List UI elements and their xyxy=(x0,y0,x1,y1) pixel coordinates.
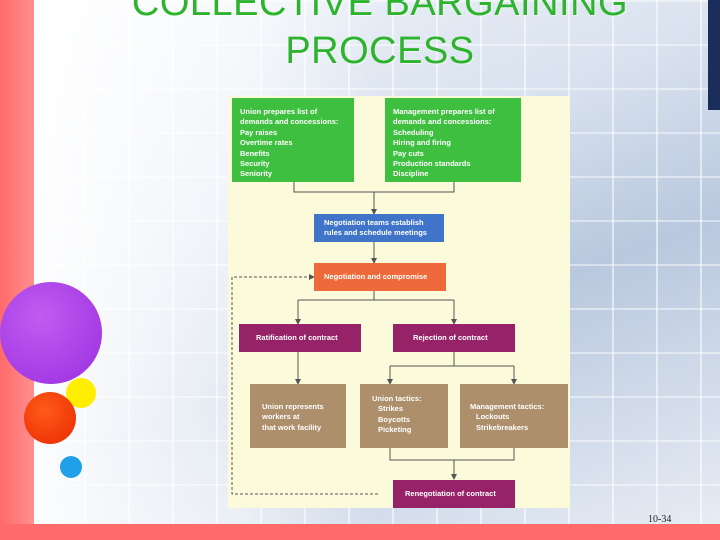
management-demands-heading-1: Management prepares list of xyxy=(393,107,495,116)
management-demand-item: Pay cuts xyxy=(393,148,424,158)
left-accent-strip xyxy=(0,0,34,540)
management-tactic-item: Strikebreakers xyxy=(476,422,529,432)
decorative-blue-circle xyxy=(60,456,82,478)
union-tactics-box: Union tactics: Strikes Boycotts Picketin… xyxy=(360,384,448,448)
bottom-accent-bar xyxy=(0,524,720,540)
negotiation-teams-line-2: rules and schedule meetings xyxy=(324,228,427,238)
slide-title-line2: PROCESS xyxy=(285,30,475,72)
management-tactics-heading: Management tactics: xyxy=(470,402,545,411)
union-demand-item: Seniority xyxy=(240,169,273,179)
negotiation-teams-line-1: Negotiation teams establish xyxy=(324,218,424,227)
management-demands-heading-2: demands and concessions: xyxy=(393,117,492,127)
union-demand-item: Pay raises xyxy=(240,127,278,137)
top-merge-connector xyxy=(293,182,455,193)
management-demand-item: Discipline xyxy=(393,169,429,179)
union-demand-item: Overtime rates xyxy=(240,138,293,148)
union-represents-box: Union represents workers at that work fa… xyxy=(250,384,346,448)
ratification-box: Ratification of contract xyxy=(239,324,361,352)
decorative-purple-circle xyxy=(0,282,102,384)
union-tactics-heading: Union tactics: xyxy=(372,394,422,403)
page-number: 10-34 xyxy=(648,514,672,525)
flowchart-connectors xyxy=(231,182,517,495)
feedback-loop-connector xyxy=(231,274,378,495)
management-tactics-box: Management tactics: Lockouts Strikebreak… xyxy=(460,384,568,448)
right-accent-strip xyxy=(708,0,720,110)
collective-bargaining-flowchart: Union prepares list of demands and conce… xyxy=(228,96,570,508)
union-demands-box: Union prepares list of demands and conce… xyxy=(232,98,354,182)
management-demand-item: Scheduling xyxy=(393,127,434,137)
management-tactic-item: Lockouts xyxy=(476,412,510,422)
union-demands-heading-2: demands and concessions: xyxy=(240,117,339,127)
ratification-label: Ratification of contract xyxy=(256,333,338,342)
rejection-label: Rejection of contract xyxy=(413,333,488,342)
union-demand-item: Security xyxy=(240,159,270,169)
union-represents-line-2: workers at xyxy=(262,412,300,422)
management-demand-item: Production standards xyxy=(393,159,471,169)
management-demand-item: Hiring and firing xyxy=(393,138,451,148)
renegotiation-label: Renegotiation of contract xyxy=(405,489,496,498)
decorative-red-circle xyxy=(24,392,76,444)
left-accent-divider xyxy=(34,0,40,540)
rejection-box: Rejection of contract xyxy=(393,324,515,352)
union-tactic-item: Boycotts xyxy=(378,414,411,424)
negotiation-compromise-box: Negotiation and compromise xyxy=(314,263,446,291)
union-represents-line-1: Union represents xyxy=(262,402,324,411)
negotiation-teams-box: Negotiation teams establish rules and sc… xyxy=(314,214,444,242)
slide-title-line1: COLLECTIVE BARGAINING xyxy=(131,0,629,24)
union-demand-item: Benefits xyxy=(240,148,270,158)
negotiation-compromise-label: Negotiation and compromise xyxy=(324,272,428,281)
tactics-merge-connector xyxy=(389,448,515,461)
union-tactic-item: Strikes xyxy=(378,404,404,414)
renegotiation-box: Renegotiation of contract xyxy=(393,480,515,508)
union-represents-line-3: that work facility xyxy=(262,422,322,432)
management-demands-box: Management prepares list of demands and … xyxy=(385,98,521,182)
union-demands-heading-1: Union prepares list of xyxy=(240,107,318,116)
union-tactic-item: Picketing xyxy=(378,425,412,435)
